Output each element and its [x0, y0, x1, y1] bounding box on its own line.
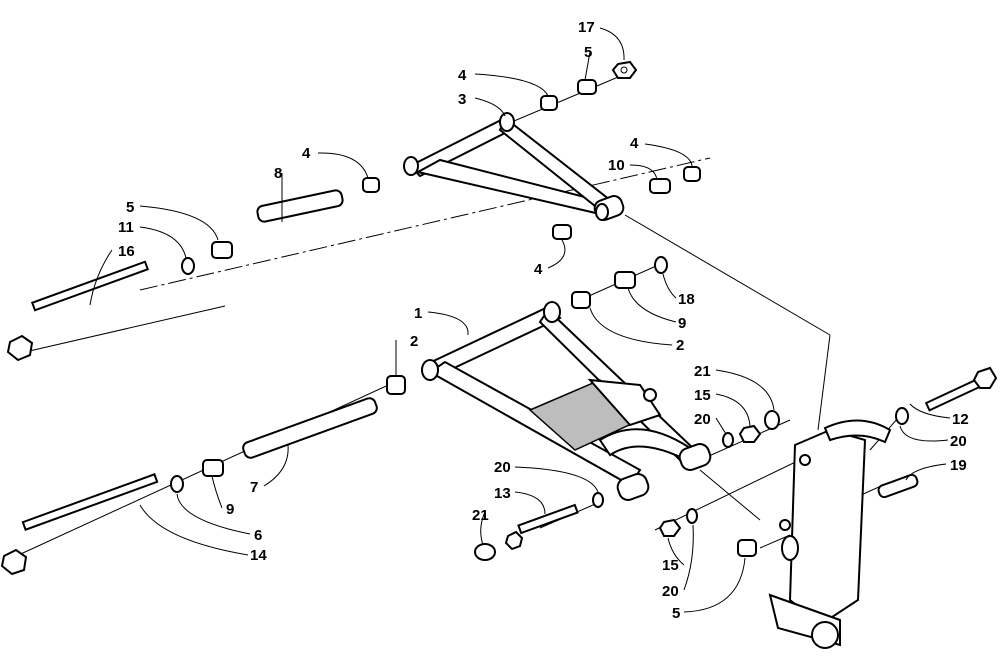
callout-16: 16 — [118, 243, 135, 260]
nut-15-lower — [658, 518, 682, 537]
callout-17: 17 — [578, 19, 595, 36]
cap-21-lower — [474, 543, 496, 561]
callout-9: 9 — [226, 501, 234, 518]
callout-8: 8 — [274, 165, 282, 182]
callout-1: 1 — [414, 305, 422, 322]
callout-15: 15 — [662, 557, 679, 574]
callout-10: 10 — [608, 157, 625, 174]
callout-6: 6 — [254, 527, 262, 544]
callout-4: 4 — [534, 261, 543, 278]
leader-lines — [89, 27, 951, 613]
bushing-2-upper — [571, 291, 591, 309]
callout-20: 20 — [950, 433, 967, 450]
washer-20-bottom — [686, 508, 698, 524]
callout-18: 18 — [678, 291, 695, 308]
steering-knuckle — [768, 419, 892, 649]
sleeve-19 — [877, 473, 919, 499]
bolt-14-shaft — [21, 473, 159, 531]
lower-a-arm — [421, 301, 712, 501]
bushing-9-upper — [614, 271, 636, 289]
bushing-5-upper-rear — [577, 79, 597, 95]
nut-15-right — [738, 424, 762, 443]
bolt-12-head — [972, 366, 998, 389]
sleeve-8 — [256, 189, 344, 223]
callout-12: 12 — [952, 411, 969, 428]
nut-17 — [611, 60, 638, 79]
washer-20-top — [895, 407, 909, 425]
bushing-9-lower — [202, 459, 224, 477]
callout-15: 15 — [694, 387, 711, 404]
bushing-4-upper-front — [362, 177, 380, 193]
washer-20-right — [722, 432, 734, 448]
washer-6 — [170, 475, 184, 493]
cap-21-right — [764, 410, 780, 430]
bushing-4-lower-left — [552, 224, 572, 240]
upper-a-arm — [403, 112, 625, 221]
callout-5: 5 — [584, 44, 592, 61]
callout-11: 11 — [118, 219, 134, 236]
callout-4: 4 — [458, 67, 467, 84]
hardware — [0, 60, 998, 576]
bolt-16-shaft — [30, 260, 150, 312]
callout-2: 2 — [410, 333, 418, 350]
callout-4: 4 — [630, 135, 639, 152]
washer-18 — [654, 256, 668, 274]
callout-2: 2 — [676, 337, 684, 354]
callout-21: 21 — [472, 507, 489, 524]
bolt-13-shaft — [517, 503, 579, 535]
callout-13: 13 — [494, 485, 511, 502]
callout-14: 14 — [250, 547, 267, 564]
callout-4: 4 — [302, 145, 311, 162]
callout-5: 5 — [126, 199, 134, 216]
bolt-13-head — [504, 530, 524, 551]
bushing-5-bottom — [737, 539, 757, 557]
washer-20-lower — [592, 492, 604, 508]
bushing-10 — [649, 178, 671, 194]
bolt-16-head — [6, 334, 34, 362]
callout-3: 3 — [458, 91, 466, 108]
callout-20: 20 — [662, 583, 679, 600]
washer-11 — [181, 257, 195, 275]
callout-21: 21 — [694, 363, 711, 380]
bushing-4-right — [683, 166, 701, 182]
bushing-2-lower — [386, 375, 406, 395]
callout-9: 9 — [678, 315, 686, 332]
bushing-5-left — [211, 241, 233, 259]
callout-19: 19 — [950, 457, 967, 474]
callout-5: 5 — [672, 605, 680, 622]
sleeve-7 — [242, 397, 378, 459]
bolt-14-head — [0, 548, 28, 576]
callout-20: 20 — [694, 411, 711, 428]
callout-7: 7 — [250, 479, 258, 496]
bushing-4-upper-rear — [540, 95, 558, 111]
callout-labels: 17 5 4 3 4 8 4 10 5 11 16 4 18 9 1 2 2 2… — [118, 19, 969, 622]
callout-20: 20 — [494, 459, 511, 476]
